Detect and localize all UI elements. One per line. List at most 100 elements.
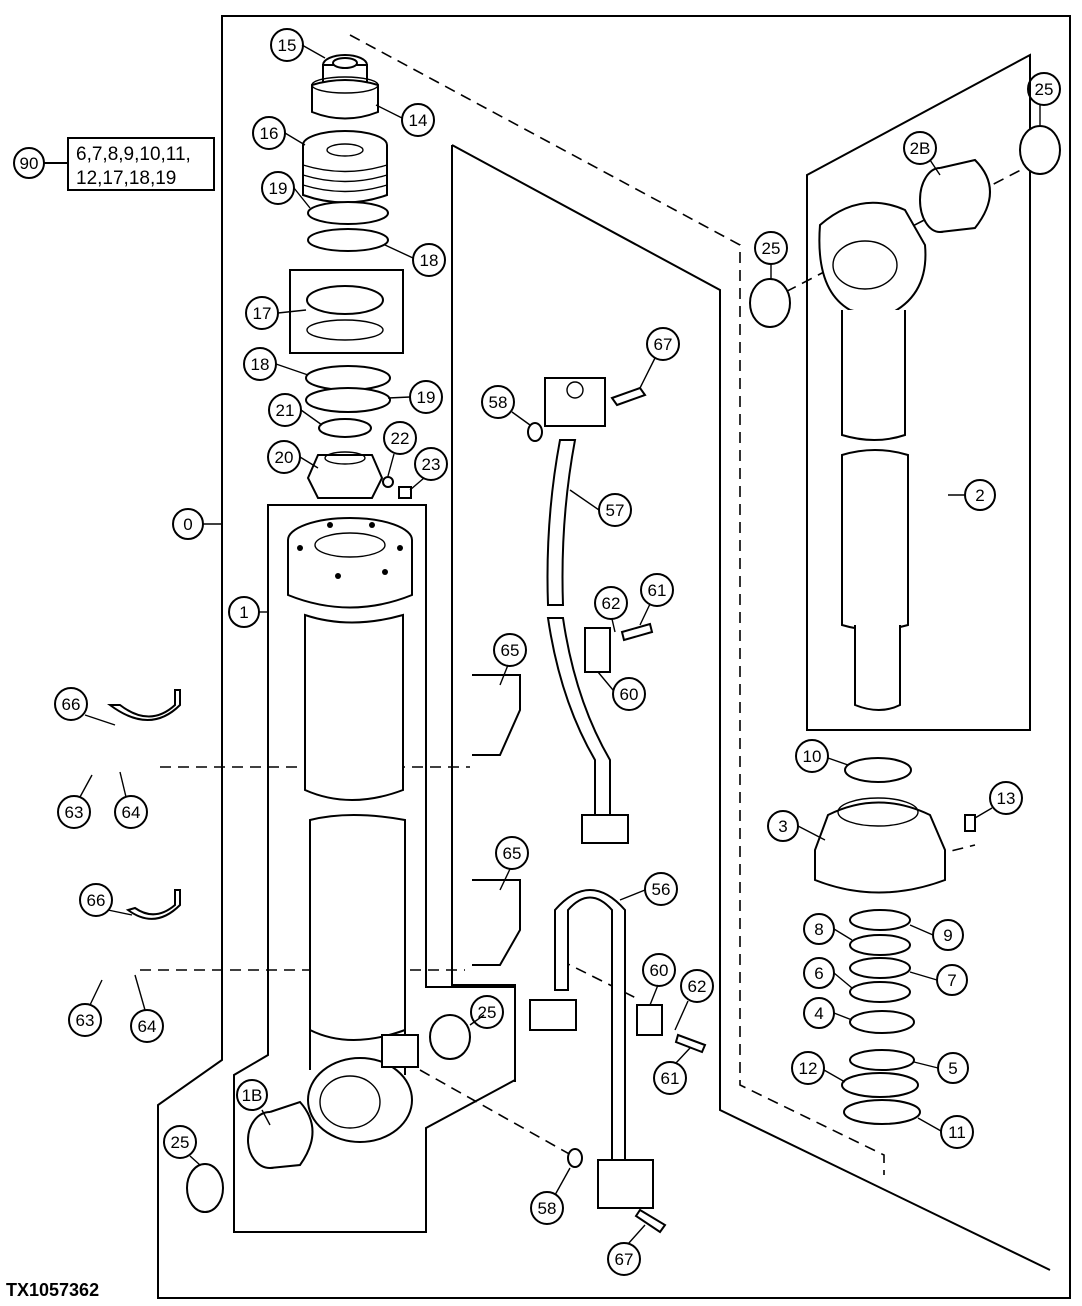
svg-text:57: 57 xyxy=(606,501,625,520)
svg-text:12: 12 xyxy=(799,1059,818,1078)
part-13-screw xyxy=(964,814,976,832)
part-56-tube xyxy=(529,889,654,1209)
callout-2B: 2B xyxy=(903,131,941,176)
part-1-barrel xyxy=(287,517,419,1143)
part-18-ring xyxy=(307,228,389,252)
callout-1B: 1B xyxy=(236,1079,271,1126)
svg-text:6: 6 xyxy=(814,964,823,983)
callout-25-upper: 25 xyxy=(1027,72,1061,126)
callout-64-upper: 64 xyxy=(114,771,148,829)
svg-text:64: 64 xyxy=(122,803,141,822)
callout-1: 1 xyxy=(228,596,268,628)
alignment-line-hose xyxy=(559,959,641,1001)
part-12-ring xyxy=(841,1072,919,1098)
svg-text:3: 3 xyxy=(778,817,787,836)
part-14-cap xyxy=(311,76,379,120)
svg-text:2: 2 xyxy=(975,486,984,505)
part-22-ball xyxy=(382,476,394,488)
svg-text:0: 0 xyxy=(183,515,192,534)
svg-text:9: 9 xyxy=(943,926,952,945)
part-65-clamp-upper xyxy=(472,674,521,756)
callout-18-upper: 18 xyxy=(384,243,446,277)
callout-4: 4 xyxy=(803,997,853,1029)
part-19-ring xyxy=(307,201,389,225)
callout-63-lower: 63 xyxy=(68,979,103,1037)
svg-text:11: 11 xyxy=(948,1123,966,1142)
callout-62-upper: 62 xyxy=(594,586,628,633)
callout-23: 23 xyxy=(409,447,448,491)
callout-9: 9 xyxy=(909,919,964,951)
callout-19-lower: 19 xyxy=(387,380,443,414)
kit-callout: 90 6,7,8,9,10,11, 12,17,18,19 xyxy=(13,137,215,191)
alignment-line-base xyxy=(419,1069,581,1161)
svg-text:14: 14 xyxy=(409,111,428,130)
svg-text:17: 17 xyxy=(253,304,272,323)
callout-5: 5 xyxy=(913,1052,969,1084)
alignment-line-right xyxy=(349,34,885,1175)
part-58-oring-lower xyxy=(567,1148,583,1168)
part-25-seal-base xyxy=(429,1014,471,1060)
callout-57: 57 xyxy=(569,489,632,527)
callout-17: 17 xyxy=(245,296,307,330)
part-1B-bushing xyxy=(247,1100,314,1169)
part-66-clamp-lower xyxy=(125,889,181,920)
svg-text:23: 23 xyxy=(422,455,441,474)
part-16-head xyxy=(302,130,388,204)
svg-text:15: 15 xyxy=(278,36,297,55)
svg-text:58: 58 xyxy=(538,1199,557,1218)
part-20-nut xyxy=(306,451,384,499)
part-17-seal xyxy=(306,285,384,315)
svg-text:67: 67 xyxy=(615,1250,634,1269)
part-7-ring xyxy=(849,957,911,979)
svg-text:58: 58 xyxy=(489,393,508,412)
part-23-screw xyxy=(398,486,412,499)
part-19-ring-lower xyxy=(305,387,391,413)
callout-7: 7 xyxy=(909,964,968,996)
part-8-ring xyxy=(849,934,911,956)
callout-8: 8 xyxy=(803,913,853,945)
svg-text:7: 7 xyxy=(947,971,956,990)
hose-group-boundary xyxy=(451,144,1051,1271)
svg-text:22: 22 xyxy=(391,429,410,448)
callout-65-upper: 65 xyxy=(493,633,527,686)
callout-56: 56 xyxy=(619,872,678,906)
part-10-seal xyxy=(844,757,912,783)
part-67-bolt-upper xyxy=(610,386,647,407)
svg-text:4: 4 xyxy=(814,1004,823,1023)
svg-text:25: 25 xyxy=(478,1003,497,1022)
barrel-group-boundary xyxy=(233,504,516,1233)
svg-text:21: 21 xyxy=(276,401,295,420)
svg-text:65: 65 xyxy=(503,844,522,863)
part-58-oring-upper xyxy=(527,422,543,442)
svg-text:61: 61 xyxy=(648,581,667,600)
part-2B-bushing xyxy=(919,158,991,233)
svg-text:56: 56 xyxy=(652,880,671,899)
callout-62-lower: 62 xyxy=(674,969,714,1031)
svg-text:10: 10 xyxy=(803,747,822,766)
callout-67-lower: 67 xyxy=(607,1224,646,1276)
callout-16: 16 xyxy=(252,116,306,150)
callout-0: 0 xyxy=(172,508,222,540)
svg-text:18: 18 xyxy=(420,251,439,270)
callout-63-upper: 63 xyxy=(57,774,93,829)
svg-text:1: 1 xyxy=(239,603,248,622)
callout-58-lower: 58 xyxy=(530,1167,571,1225)
callout-22: 22 xyxy=(383,421,417,477)
callout-19-upper: 19 xyxy=(261,171,311,209)
callout-3: 3 xyxy=(767,810,826,842)
svg-text:63: 63 xyxy=(76,1011,95,1030)
part-67-bolt-lower xyxy=(634,1208,667,1234)
callout-25-left: 25 xyxy=(163,1125,201,1166)
callout-13: 13 xyxy=(974,781,1023,819)
figure-id: TX1057362 xyxy=(6,1280,99,1300)
part-61-bolt-upper xyxy=(620,622,654,642)
part-57-tube xyxy=(544,377,629,844)
svg-text:19: 19 xyxy=(269,179,288,198)
callout-25-base: 25 xyxy=(469,995,504,1029)
callout-6: 6 xyxy=(803,957,853,989)
rod-group-boundary xyxy=(806,53,1031,731)
part-65-clamp-lower xyxy=(472,879,521,966)
part-25-seal-left xyxy=(186,1163,224,1213)
callout-25-mid: 25 xyxy=(754,231,788,279)
part-5-ring xyxy=(849,1049,915,1071)
